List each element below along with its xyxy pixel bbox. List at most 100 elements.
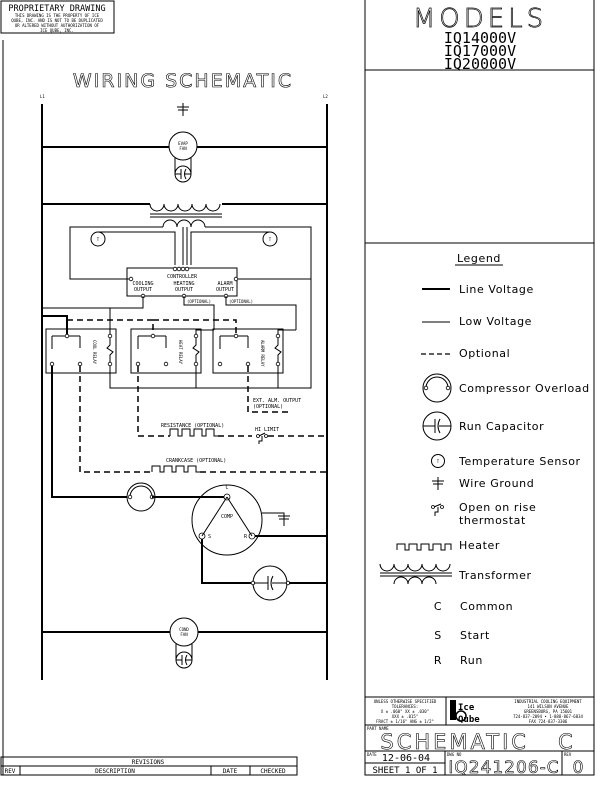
crankcase-optional-wire xyxy=(79,366,152,473)
proprietary-line: QUBE, INC. AND IS NOT TO BE DUPLICATED xyxy=(11,18,103,23)
svg-text:UNLESS OTHERWISE SPECIFIED: UNLESS OTHERWISE SPECIFIED xyxy=(374,699,437,704)
crankcase-label: CRANKCASE (OPTIONAL) xyxy=(166,458,226,464)
legend-item-temperature-sensor: T Temperature Sensor xyxy=(431,454,581,468)
svg-text:Compressor Overload: Compressor Overload xyxy=(459,382,590,395)
revisions-title: REVISIONS xyxy=(132,759,165,766)
company-address: INDUSTRIAL COOLING EQUIPMENT 141 WILSON … xyxy=(513,699,583,724)
svg-text:141 WILSON AVENUE: 141 WILSON AVENUE xyxy=(528,704,570,709)
alarm-output-wire xyxy=(225,296,297,330)
svg-text:724-837-2094 • 1-888-867-683: 724-837-2094 • 1-888-867-6834 xyxy=(513,714,583,719)
svg-text:T: T xyxy=(269,237,272,242)
l2-label: L2 xyxy=(323,94,328,99)
tolerances: UNLESS OTHERWISE SPECIFIED TOLERANCES: X… xyxy=(374,699,437,724)
svg-text:OUTPUT: OUTPUT xyxy=(134,287,152,293)
ext-alarm-label: EXT. ALM. OUTPUT xyxy=(253,398,301,404)
alarm-optional-label: (OPTIONAL) xyxy=(229,299,253,304)
proprietary-line: OR ALTERED WITHOUT AUTHORIZATION OF xyxy=(15,23,100,28)
legend-item-run: R Run xyxy=(434,654,483,667)
resistance-heater-icon xyxy=(169,428,218,437)
transformer-icon xyxy=(149,203,222,228)
svg-text:ALARM: ALARM xyxy=(217,281,232,287)
svg-text:T: T xyxy=(97,237,100,242)
cool-relay: COOL RELAY xyxy=(45,308,117,374)
svg-text:X ± .060" XX ± .030": X ± .060" XX ± .030" xyxy=(381,709,429,714)
svg-text:Transformer: Transformer xyxy=(458,569,532,582)
ext-alarm-label: (OPTIONAL) xyxy=(253,404,283,410)
svg-text:C: C xyxy=(434,600,442,613)
svg-text:Heater: Heater xyxy=(459,539,500,552)
svg-text:ALARM RELAY: ALARM RELAY xyxy=(260,340,265,367)
legend-item-common: C Common xyxy=(434,600,513,613)
legend-title: Legend xyxy=(457,252,501,265)
hi-limit-label: HI LIMIT xyxy=(255,427,279,433)
svg-text:thermostat: thermostat xyxy=(459,514,526,527)
ground-icon xyxy=(177,103,189,116)
compressor-line-wire xyxy=(51,366,130,498)
temperature-sensor-icon: T xyxy=(431,454,445,468)
legend-item-thermostat: Open on rise thermostat xyxy=(431,501,536,527)
start-wire xyxy=(201,539,251,584)
legend-item-wire-ground: Wire Ground xyxy=(432,477,534,490)
svg-text:OUTPUT: OUTPUT xyxy=(216,287,234,293)
svg-text:GREENSBURG, PA 15601: GREENSBURG, PA 15601 xyxy=(524,709,573,714)
revisions-column-header: CHECKED xyxy=(260,768,286,775)
schematic-title: WIRING SCHEMATIC xyxy=(73,70,293,92)
heater-optional-wire xyxy=(137,366,170,437)
model-number: IQ20000V xyxy=(444,55,516,73)
heat-relay: HEAT RELAY xyxy=(130,328,214,374)
proprietary-line: ICE QUBE, INC. xyxy=(40,28,74,33)
l1-label: L1 xyxy=(40,94,45,99)
ground-icon xyxy=(278,515,290,526)
compressor-ground-wire xyxy=(262,512,285,520)
legend-item-transformer: Transformer xyxy=(379,563,532,585)
heating-optional-label: (OPTIONAL) xyxy=(187,299,211,304)
run-terminal-label: R xyxy=(244,534,248,540)
svg-text:Low Voltage: Low Voltage xyxy=(459,315,532,328)
legend-item-compressor-overload: Compressor Overload xyxy=(422,373,590,403)
models-block: MODELS IQ14000V IQ17000V IQ20000V xyxy=(365,4,594,73)
crankcase-heater-icon xyxy=(151,465,200,473)
svg-text:S: S xyxy=(434,629,442,642)
svg-text:HEATING: HEATING xyxy=(173,281,194,287)
low-voltage-wire xyxy=(69,226,163,280)
svg-text:OUTPUT: OUTPUT xyxy=(175,287,193,293)
legend-item-optional: Optional xyxy=(421,347,510,360)
svg-text:Temperature Sensor: Temperature Sensor xyxy=(458,455,581,468)
svg-text:HEAT RELAY: HEAT RELAY xyxy=(178,340,183,365)
part-name-label: PART NAME xyxy=(367,726,389,731)
svg-text:FAN: FAN xyxy=(179,146,187,151)
ground-icon xyxy=(432,477,444,490)
sheet-number: SHEET 1 OF 1 xyxy=(372,766,437,776)
svg-text:COOLING: COOLING xyxy=(132,281,153,287)
compressor-overload-icon xyxy=(422,373,452,403)
date-value: 12-06-04 xyxy=(382,753,430,764)
svg-text:INDUSTRIAL COOLING EQUIPMENT: INDUSTRIAL COOLING EQUIPMENT xyxy=(514,699,582,704)
svg-text:Wire Ground: Wire Ground xyxy=(459,477,534,490)
svg-text:FAN: FAN xyxy=(180,632,188,637)
part-name: SCHEMATIC C xyxy=(380,730,575,754)
svg-text:TOLERANCES:: TOLERANCES: xyxy=(392,704,419,709)
alarm-relay: ALARM RELAY xyxy=(212,328,296,374)
evap-fan-motor: EVAP FAN xyxy=(168,131,198,183)
optional-line-alarm-relay xyxy=(153,319,237,336)
models-title: MODELS xyxy=(413,4,547,34)
legend-item-heater: Heater xyxy=(396,539,500,552)
low-voltage-wire xyxy=(205,226,312,280)
relay-coil-return xyxy=(109,279,312,389)
ice-qube-logo: Ice Qube xyxy=(450,700,480,725)
compressor: C COMP S R xyxy=(191,484,263,556)
svg-text:FRACT ± 1/16" ANG ± 1/2°: FRACT ± 1/16" ANG ± 1/2° xyxy=(376,719,434,724)
svg-text:EVAP: EVAP xyxy=(178,141,188,146)
compressor-label: COMP xyxy=(221,514,233,520)
legend-item-run-capacitor: Run Capacitor xyxy=(422,411,544,441)
thermostat-icon xyxy=(431,503,444,516)
temperature-sensor-left: T xyxy=(90,231,176,265)
run-capacitor-icon xyxy=(422,411,452,441)
svg-text:Ice: Ice xyxy=(458,703,475,713)
common-terminal-label: C xyxy=(225,485,228,491)
drawing-number: IQ241206-C xyxy=(448,758,559,778)
model-number: IQ14000V xyxy=(444,29,516,47)
controller-label: CONTROLLER xyxy=(167,274,198,280)
svg-text:Run: Run xyxy=(460,654,483,667)
